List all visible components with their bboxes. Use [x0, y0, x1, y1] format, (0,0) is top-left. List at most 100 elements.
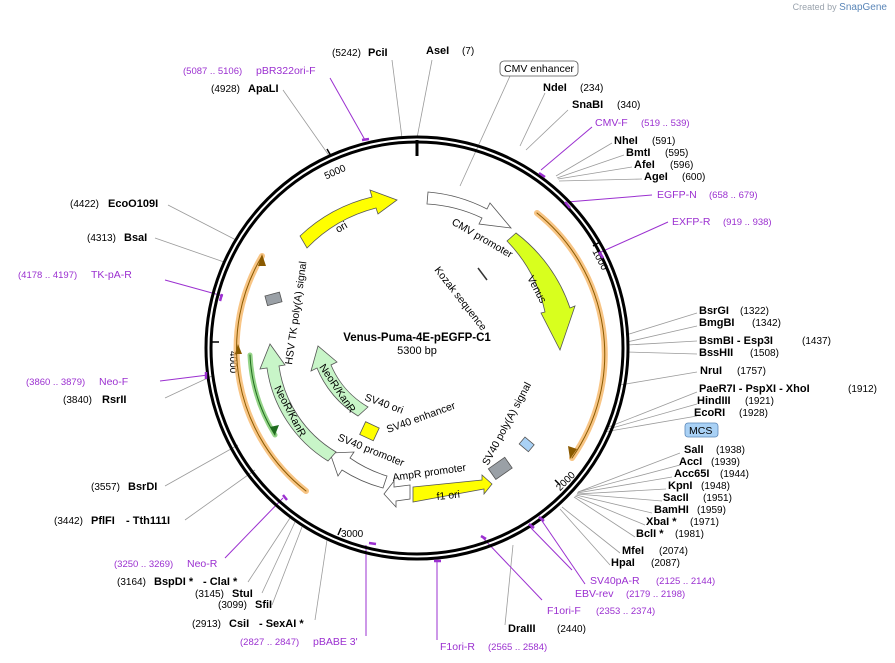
- primer-label[interactable]: EGFP-N: [657, 189, 697, 201]
- enzyme-pos: (1971): [690, 517, 719, 528]
- feature-f1-ori[interactable]: [412, 474, 493, 503]
- feature-sv40-promoter[interactable]: [329, 451, 388, 489]
- enzyme-site-alt[interactable]: - ClaI *: [203, 576, 238, 588]
- mcs-badge: [684, 422, 719, 438]
- enzyme-pos: (3840): [63, 395, 92, 406]
- enzyme-site[interactable]: BsrGI: [699, 305, 729, 317]
- primer-label[interactable]: pBABE 3': [313, 636, 358, 648]
- enzymes-left: (5242) PciI (4928) ApaLI (4422) EcoO109I…: [54, 47, 388, 630]
- enzyme-site[interactable]: AgeI: [644, 171, 668, 183]
- enzyme-site[interactable]: BclI *: [636, 528, 664, 540]
- enzyme-site[interactable]: ApaLI: [248, 83, 279, 95]
- enzymes-right: AseI (7) NdeI (234) SnaBI (340) NheI (59…: [426, 45, 877, 635]
- enzyme-site[interactable]: BsaI: [124, 232, 147, 244]
- primer-label[interactable]: Neo-R: [187, 558, 218, 570]
- feature-mcs[interactable]: [518, 436, 535, 453]
- enzyme-site[interactable]: RsrII: [102, 394, 126, 406]
- feature-ampr-promoter[interactable]: [383, 479, 411, 509]
- enzyme-site[interactable]: PaeR7I - PspXI - XhoI: [699, 383, 810, 395]
- primer-pos: (2827 .. 2847): [240, 637, 299, 648]
- enzyme-site[interactable]: BmtI: [626, 147, 650, 159]
- enzyme-site[interactable]: AseI: [426, 45, 449, 57]
- feature-venus[interactable]: [506, 232, 576, 352]
- primer-pos: (2179 .. 2198): [626, 589, 685, 600]
- feature-hsv-tk-polya[interactable]: [264, 291, 283, 307]
- enzyme-pos: (4928): [211, 84, 240, 95]
- primer-label[interactable]: EBV-rev: [575, 588, 614, 600]
- enzyme-site[interactable]: BsmBI - Esp3I: [699, 335, 773, 347]
- enzyme-site[interactable]: AccI: [679, 456, 702, 468]
- enzyme-pos: (2913): [192, 619, 221, 630]
- enzyme-site[interactable]: SacII: [663, 492, 689, 504]
- primer-pos: (658 .. 679): [709, 190, 758, 201]
- enzyme-pos: (1912): [848, 384, 877, 395]
- enzyme-pos: (3099): [218, 600, 247, 611]
- enzyme-pos: (7): [462, 46, 474, 57]
- enzyme-pos: (1322): [740, 306, 769, 317]
- enzyme-site[interactable]: NdeI: [543, 82, 567, 94]
- enzyme-site[interactable]: NruI: [700, 365, 722, 377]
- position-ticks: [211, 148, 601, 536]
- enzyme-site[interactable]: KpnI: [668, 480, 692, 492]
- primer-label[interactable]: SV40pA-R: [590, 575, 640, 587]
- snapgene-logo: SnapGene: [839, 2, 887, 13]
- enzyme-site[interactable]: BamHI: [654, 504, 689, 516]
- primer-label[interactable]: EXFP-R: [672, 216, 711, 228]
- primers: (5087 .. 5106) pBR322ori-F (4178 .. 4197…: [18, 65, 772, 653]
- label-mcs: MCS: [689, 425, 712, 437]
- enzyme-pos: (3164): [117, 577, 146, 588]
- enzyme-site[interactable]: SfiI: [255, 599, 272, 611]
- credit-prefix: Created by: [792, 2, 837, 12]
- enzyme-site[interactable]: EcoRI: [694, 407, 725, 419]
- enzyme-site[interactable]: CsiI: [229, 618, 249, 630]
- enzyme-site[interactable]: EcoO109I: [108, 198, 158, 210]
- enzyme-site[interactable]: SalI: [684, 444, 704, 456]
- primer-pos: (919 .. 938): [723, 217, 772, 228]
- enzyme-site-alt[interactable]: - Tth111I: [126, 515, 170, 527]
- feature-sv40-ori[interactable]: [359, 421, 380, 442]
- enzyme-pos: (340): [617, 100, 640, 111]
- enzyme-site[interactable]: BmgBI: [699, 317, 734, 329]
- enzyme-site[interactable]: PciI: [368, 47, 388, 59]
- feature-arrows: [259, 189, 576, 509]
- enzyme-site[interactable]: MfeI: [622, 545, 644, 557]
- enzyme-site-alt[interactable]: - SexAI *: [259, 618, 304, 630]
- feature-cmv-promoter[interactable]: [426, 191, 512, 229]
- primer-pos: (3860 .. 3879): [26, 377, 85, 388]
- enzyme-pos: (234): [580, 83, 603, 94]
- enzyme-site[interactable]: AfeI: [634, 159, 655, 171]
- enzyme-site[interactable]: BspDI *: [154, 576, 194, 588]
- label-sv40-ori: SV40 ori: [363, 392, 405, 417]
- primer-label[interactable]: F1ori-R: [440, 641, 475, 653]
- orf-arrowhead: [258, 254, 266, 266]
- enzyme-site[interactable]: BssHII: [699, 347, 733, 359]
- orf-arrowhead: [235, 344, 242, 354]
- primer-label[interactable]: F1ori-F: [547, 605, 581, 617]
- enzyme-site[interactable]: Acc65I: [674, 468, 709, 480]
- primer-label[interactable]: CMV-F: [595, 117, 628, 129]
- label-ampr-promoter: AmpR promoter: [392, 462, 468, 484]
- enzyme-site[interactable]: XbaI *: [646, 516, 677, 528]
- primer-label[interactable]: TK-pA-R: [91, 269, 132, 281]
- feature-neor-outer[interactable]: [259, 343, 337, 462]
- label-ori: ori: [334, 219, 350, 235]
- enzyme-site[interactable]: BsrDI: [128, 481, 157, 493]
- feature-ori[interactable]: [299, 189, 398, 249]
- feature-sv40-polya[interactable]: [487, 456, 513, 481]
- enzyme-pos: (1959): [697, 505, 726, 516]
- enzyme-site[interactable]: HpaI: [611, 557, 635, 569]
- enzyme-pos: (1928): [739, 408, 768, 419]
- enzyme-site[interactable]: PflFI: [91, 515, 115, 527]
- primer-pos: (2125 .. 2144): [656, 576, 715, 587]
- enzyme-site[interactable]: NheI: [614, 135, 638, 147]
- enzyme-pos: (600): [682, 172, 705, 183]
- primer-label[interactable]: pBR322ori-F: [256, 65, 316, 77]
- enzyme-site[interactable]: DraIII: [508, 623, 536, 635]
- feature-neor-inner[interactable]: [310, 345, 369, 417]
- primer-label[interactable]: Neo-F: [99, 376, 128, 388]
- enzyme-site[interactable]: StuI: [232, 588, 253, 600]
- tick-label-3000: 3000: [341, 529, 364, 540]
- enzyme-site[interactable]: HindIII: [697, 395, 731, 407]
- enzyme-site[interactable]: SnaBI: [572, 99, 603, 111]
- enzyme-pos: (1939): [711, 457, 740, 468]
